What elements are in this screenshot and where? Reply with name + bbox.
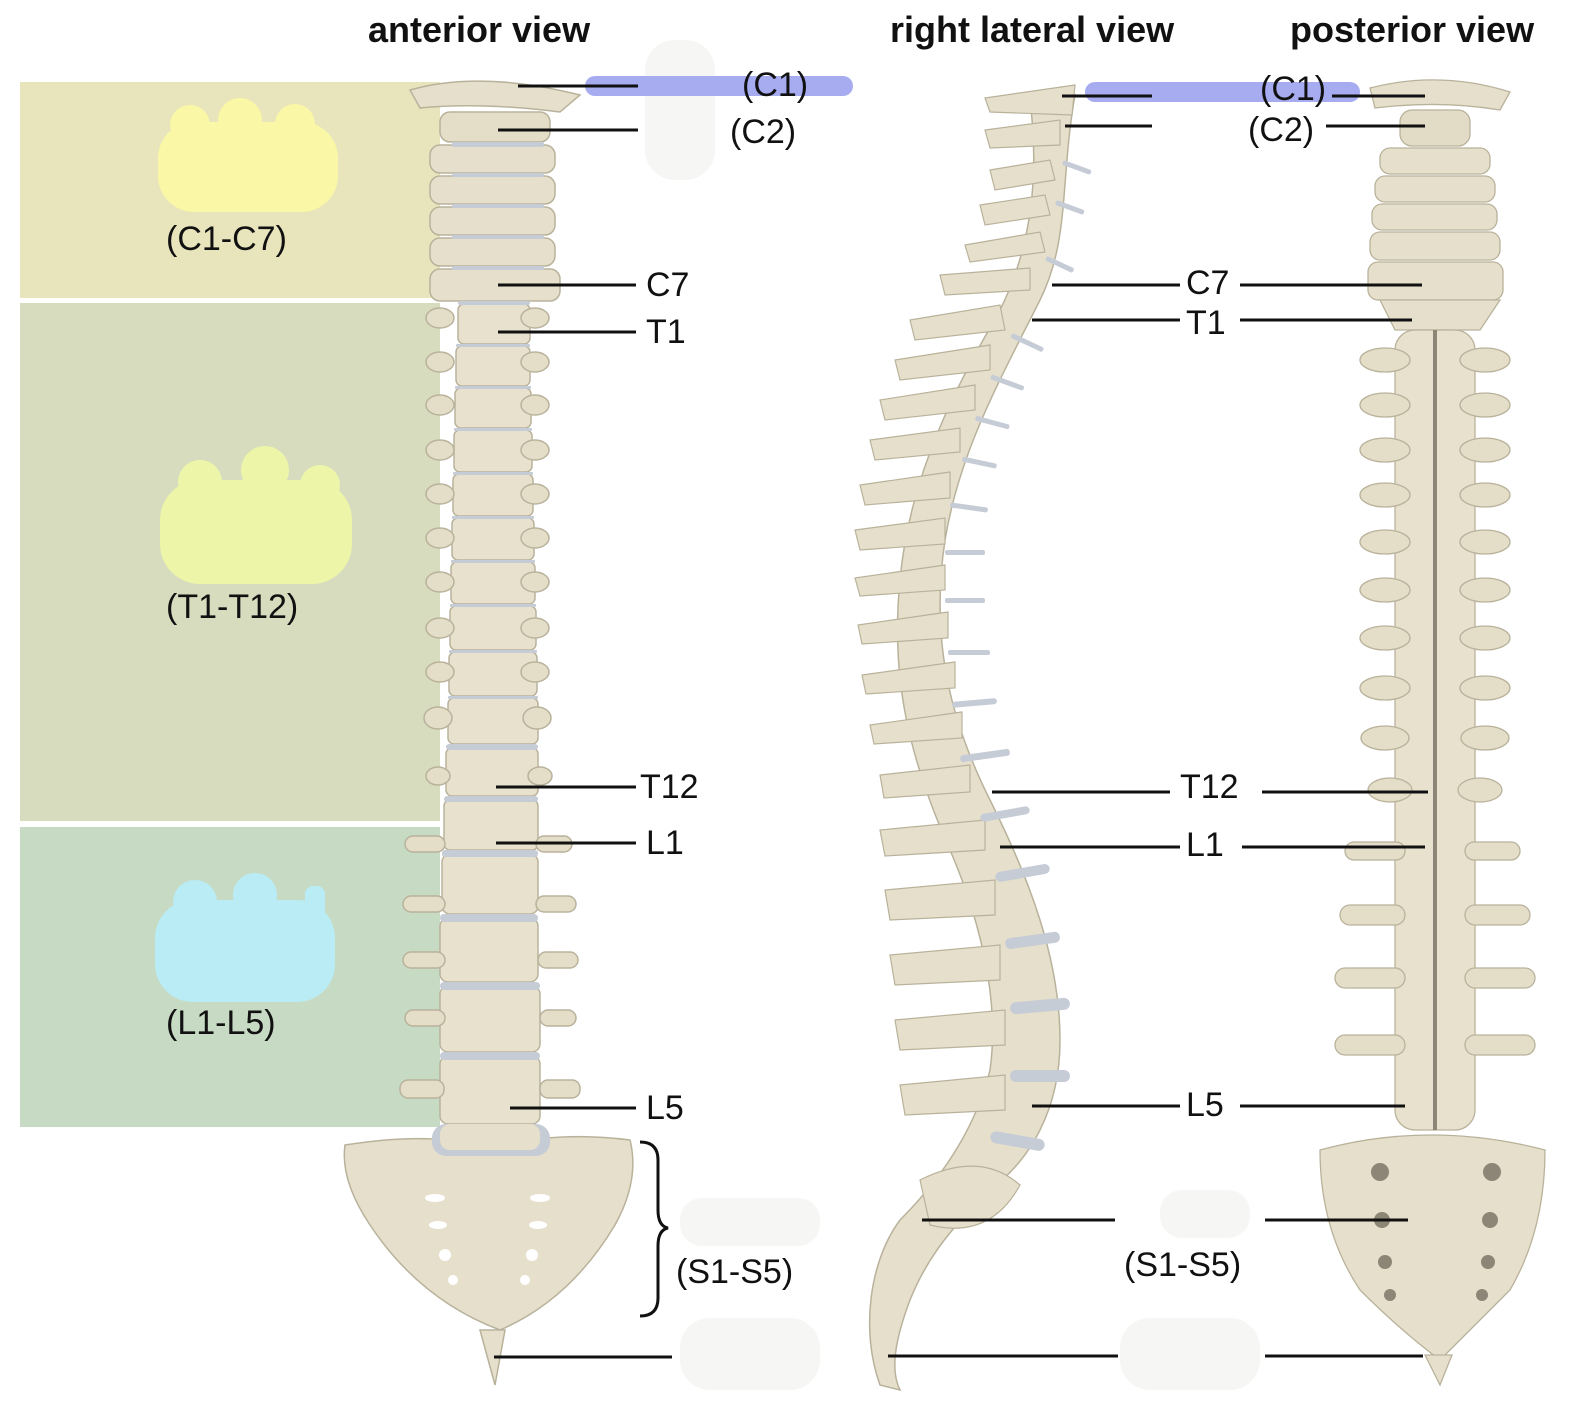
c1-highlight-anterior bbox=[585, 76, 853, 96]
lateral-c7-label: C7 bbox=[1186, 264, 1230, 302]
lumbar-answer-blob bbox=[155, 873, 335, 1002]
anterior-c2-label: (C2) bbox=[730, 113, 797, 151]
lateral-view-title: right lateral view bbox=[890, 9, 1175, 50]
anterior-l5-label: L5 bbox=[646, 1089, 684, 1127]
faint-blank-blobs bbox=[645, 40, 1260, 1390]
anterior-t1-label: T1 bbox=[646, 313, 686, 351]
posterior-spine bbox=[1319, 79, 1546, 1387]
lateral-l1-label: L1 bbox=[1186, 826, 1224, 864]
anterior-c1-label: (C1) bbox=[742, 66, 809, 104]
anterior-t12-label: T12 bbox=[640, 768, 699, 806]
anterior-sacral-foramina bbox=[425, 1194, 550, 1285]
l5-s1-joint bbox=[440, 1124, 540, 1150]
lateral-c2-label: (C2) bbox=[1248, 111, 1315, 149]
thoracic-answer-blob bbox=[160, 446, 352, 584]
lateral-c1-label: (C1) bbox=[1260, 70, 1327, 108]
lateral-l5-label: L5 bbox=[1186, 1086, 1224, 1124]
lateral-t12-label: T12 bbox=[1180, 768, 1239, 806]
lateral-spine bbox=[854, 84, 1092, 1392]
cervical-region-label: (C1-C7) bbox=[166, 220, 287, 258]
lateral-discs bbox=[945, 160, 1092, 1151]
anterior-spine bbox=[343, 80, 634, 1386]
anterior-sacral-label: (S1-S5) bbox=[676, 1253, 794, 1291]
leader-lines bbox=[494, 84, 1428, 1359]
c1-highlight-lateral bbox=[1085, 82, 1360, 102]
anterior-view-title: anterior view bbox=[368, 9, 591, 50]
lateral-sacral-label: (S1-S5) bbox=[1124, 1246, 1242, 1284]
anterior-l1-label: L1 bbox=[646, 824, 684, 862]
posterior-view-title: posterior view bbox=[1290, 9, 1535, 50]
cervical-answer-blob bbox=[158, 98, 338, 212]
anterior-discs bbox=[432, 142, 550, 1156]
thoracic-region-label: (T1-T12) bbox=[166, 588, 299, 626]
sacral-brace bbox=[639, 1140, 669, 1318]
lateral-t1-label: T1 bbox=[1186, 304, 1226, 342]
anterior-c7-label: C7 bbox=[646, 266, 690, 304]
lumbar-region-label: (L1-L5) bbox=[166, 1004, 276, 1042]
